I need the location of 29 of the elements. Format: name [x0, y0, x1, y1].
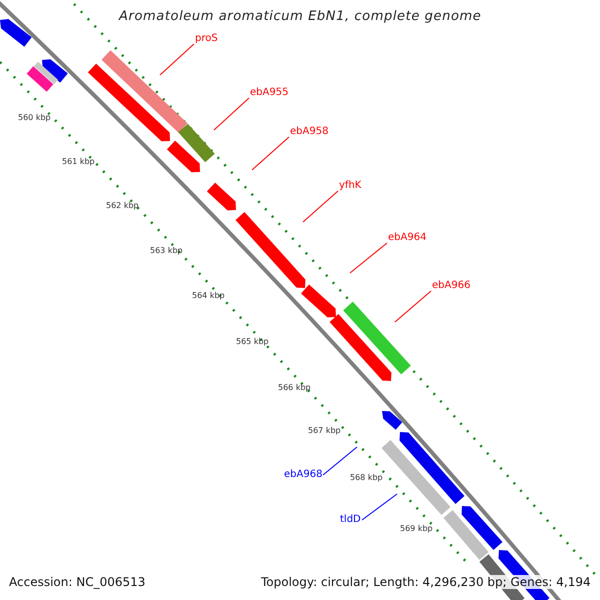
topology-text: Topology: circular; Length: 4,296,230 bp; Genes: 4,194 [261, 575, 591, 589]
gene-label: yfhK [339, 181, 362, 191]
leader-line [350, 242, 388, 274]
tick-label: 562 kbp [106, 202, 139, 210]
leader-line [302, 190, 338, 222]
title: Aromatoleum aromaticum EbN1, complete genome [119, 10, 482, 23]
gene-label: ebA966 [432, 281, 470, 291]
tick-label: 566 kbp [278, 384, 311, 392]
tick-label: 569 kbp [400, 525, 433, 533]
leader-line [214, 98, 250, 130]
tick-label: 560 kbp [18, 114, 51, 122]
leader-line [322, 446, 358, 476]
gene-label: ebA958 [290, 127, 328, 137]
tick-label: 568 kbp [350, 474, 383, 482]
gene-label: ebA968 [284, 470, 322, 480]
leader-line [252, 136, 290, 170]
tick-label: 564 kbp [192, 292, 225, 300]
tick-label: 563 kbp [150, 247, 183, 255]
leader-line [362, 494, 398, 520]
gene-label: tldD [340, 515, 361, 525]
gene-label: ebA964 [388, 233, 426, 243]
gene-label: proS [195, 34, 218, 44]
tick-label: 567 kbp [308, 427, 341, 435]
tick-label: 565 kbp [236, 338, 269, 346]
accession-text: Accession: NC_006513 [9, 575, 146, 589]
tick-label: 561 kbp [62, 158, 95, 166]
leader-line [394, 290, 432, 322]
gene-label: ebA955 [250, 88, 288, 98]
leader-line [160, 44, 194, 76]
